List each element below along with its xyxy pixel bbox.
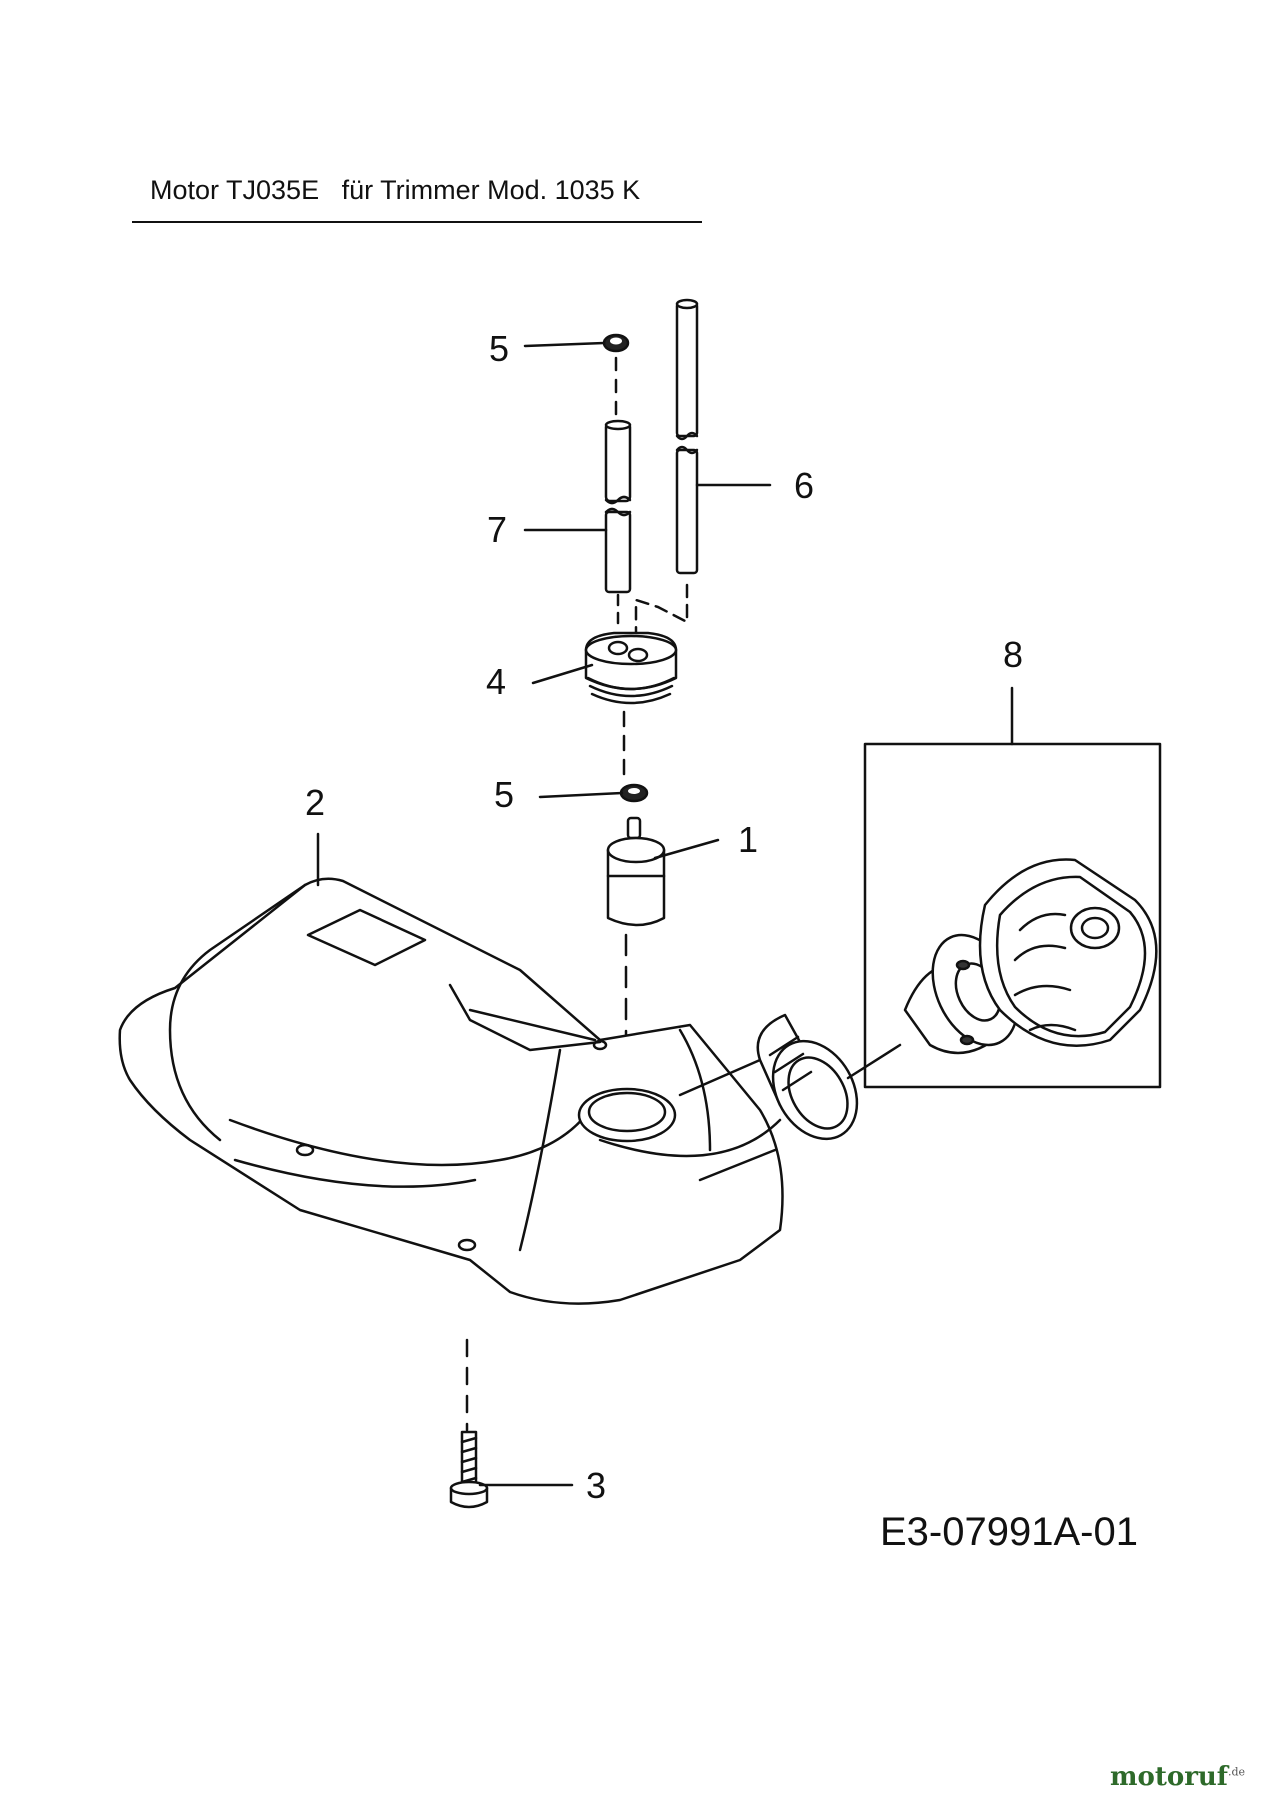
leader-lines (316, 341, 772, 1487)
watermark-logo-main: motoruf (1110, 1762, 1228, 1792)
callout-7: 7 (487, 509, 507, 550)
fuel-hose-short (604, 419, 632, 594)
tank-grommet (584, 631, 678, 705)
screw (449, 1430, 489, 1509)
fuel-tank (118, 877, 784, 1305)
fuel-hose-long (675, 298, 699, 575)
drawing-number: E3-07991A-01 (880, 1510, 1138, 1554)
watermark-logo: motoruf.de (1110, 1762, 1245, 1792)
callout-2: 2 (305, 782, 325, 823)
callout-3: 3 (586, 1465, 606, 1506)
title-underline (132, 221, 702, 223)
fuel-cap-assembly (863, 686, 1162, 1089)
fuel-filter (606, 816, 666, 927)
callout-1: 1 (738, 819, 758, 860)
grommet-mid (619, 783, 649, 803)
callout-6: 6 (794, 465, 814, 506)
grommet-top (602, 333, 630, 353)
diagram-title: Motor TJ035E für Trimmer Mod. 1035 K (150, 175, 641, 205)
callout-5-mid: 5 (494, 774, 514, 815)
watermark-logo-tld: .de (1228, 1765, 1246, 1779)
callout-4: 4 (486, 661, 506, 702)
callout-5-top: 5 (489, 328, 509, 369)
filler-neck (756, 1013, 859, 1141)
callout-8: 8 (1003, 634, 1023, 675)
